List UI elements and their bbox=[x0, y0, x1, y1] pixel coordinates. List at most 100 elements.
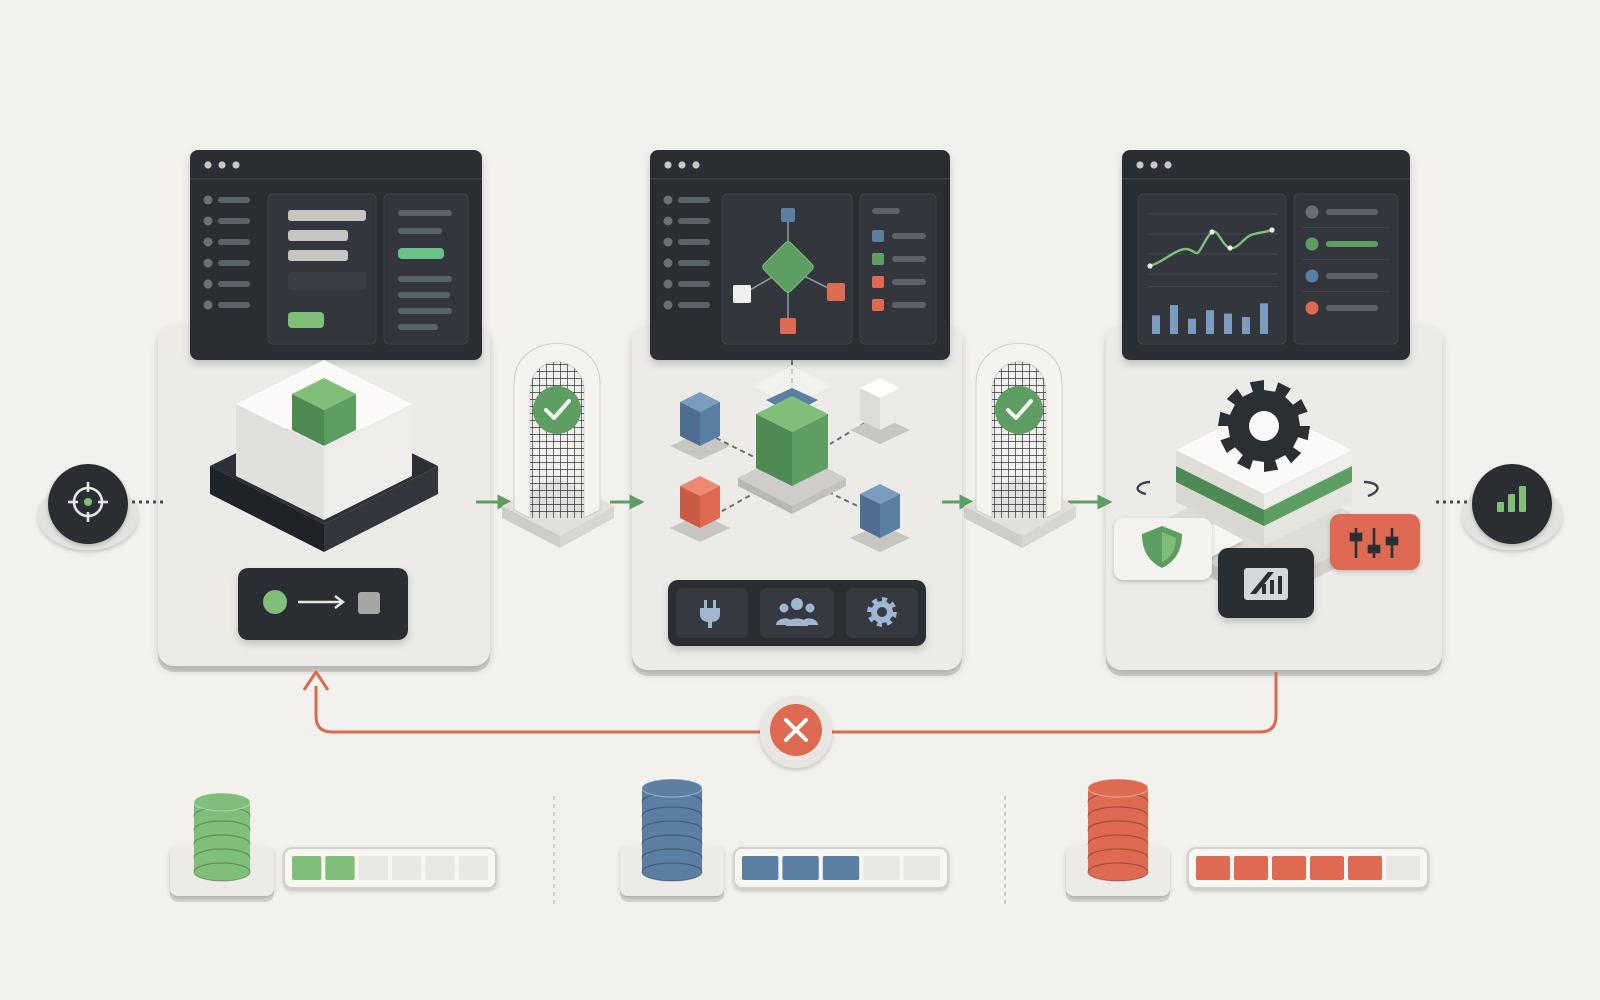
cube-network bbox=[670, 360, 910, 552]
sidebar-dot bbox=[663, 195, 673, 205]
sidebar-dot bbox=[663, 300, 673, 310]
close-icon bbox=[784, 718, 808, 742]
analytics-icon bbox=[1244, 568, 1288, 600]
legend-line bbox=[892, 256, 926, 262]
sidebar-line bbox=[218, 281, 250, 287]
legend-swatch bbox=[872, 299, 884, 311]
disk-top bbox=[193, 792, 251, 812]
graph-legend bbox=[872, 208, 926, 311]
sidebar-line bbox=[218, 260, 250, 266]
users-button[interactable] bbox=[760, 588, 834, 638]
sidebar-dot bbox=[663, 279, 673, 289]
sidebar-dot bbox=[203, 195, 213, 205]
sidebar-line bbox=[218, 239, 250, 245]
legend-dot bbox=[1305, 269, 1319, 283]
analytics-tile[interactable] bbox=[1218, 548, 1314, 618]
window-controls bbox=[204, 161, 240, 169]
check-icon bbox=[995, 386, 1043, 434]
sidebar-line bbox=[678, 260, 710, 266]
capacity-segment-filled bbox=[292, 856, 322, 880]
quality-gate-1[interactable] bbox=[502, 343, 614, 549]
capacity-segment-empty bbox=[1386, 856, 1420, 880]
capacity-segment-empty bbox=[425, 856, 455, 880]
capacity-bar bbox=[733, 847, 949, 889]
app-window-graph[interactable] bbox=[650, 150, 950, 360]
arrow-right-icon bbox=[298, 595, 345, 609]
legend-line bbox=[892, 279, 926, 285]
sidebar-dot bbox=[203, 300, 213, 310]
storage-cylinder-group[interactable] bbox=[1066, 778, 1170, 902]
sidebar-dot bbox=[663, 237, 673, 247]
sidebar-line bbox=[678, 281, 710, 287]
active-setting[interactable] bbox=[398, 248, 444, 259]
check-icon bbox=[533, 386, 581, 434]
mini-bar bbox=[1206, 310, 1214, 334]
legend-line bbox=[1326, 241, 1378, 247]
end-node[interactable] bbox=[1462, 464, 1562, 550]
storage-cylinder-group[interactable] bbox=[620, 778, 724, 902]
legend-line bbox=[892, 233, 926, 239]
capacity-segment-empty bbox=[863, 856, 900, 880]
capacity-segment-empty bbox=[358, 856, 388, 880]
node-graph bbox=[733, 208, 845, 334]
app-window-form[interactable] bbox=[190, 150, 482, 360]
controls-tile[interactable] bbox=[1330, 514, 1420, 570]
capacity-segment-filled bbox=[1234, 856, 1268, 880]
legend-dot bbox=[1305, 205, 1319, 219]
target-icon bbox=[68, 482, 108, 522]
square-icon bbox=[358, 592, 380, 614]
legend-swatch bbox=[872, 276, 884, 288]
mini-bar bbox=[1170, 305, 1178, 334]
capacity-segment-filled bbox=[1196, 856, 1230, 880]
legend-swatch bbox=[872, 230, 884, 242]
shield-icon bbox=[1142, 526, 1182, 568]
capacity-segment-filled bbox=[325, 856, 355, 880]
line-chart-mini bbox=[1147, 213, 1278, 275]
capacity-segment-filled bbox=[1310, 856, 1344, 880]
integration-toolbar[interactable] bbox=[668, 580, 926, 646]
security-tile[interactable] bbox=[1114, 518, 1244, 580]
green-cube-pedestal bbox=[210, 360, 438, 552]
start-node[interactable] bbox=[38, 464, 138, 550]
disk-top bbox=[1087, 778, 1149, 798]
settings-list bbox=[398, 210, 452, 330]
storage-cylinder-group[interactable] bbox=[170, 792, 274, 902]
legend-line bbox=[892, 302, 926, 308]
capacity-segment-empty bbox=[458, 856, 488, 880]
mini-bar bbox=[1224, 313, 1232, 334]
submit-button[interactable] bbox=[288, 312, 324, 328]
window-sidebar bbox=[663, 195, 710, 310]
legend-divider bbox=[1302, 259, 1390, 260]
sidebar-dot bbox=[203, 258, 213, 268]
users-icon bbox=[776, 598, 818, 626]
capacity-segment-filled bbox=[742, 856, 779, 880]
window-sidebar bbox=[203, 195, 250, 310]
reject-marker[interactable] bbox=[760, 696, 832, 768]
capacity-bar bbox=[283, 847, 497, 889]
disk-top bbox=[641, 778, 703, 798]
gear-icon bbox=[1218, 380, 1310, 472]
disk-edge bbox=[641, 862, 703, 882]
capacity-segment-filled bbox=[1348, 856, 1382, 880]
mini-bar bbox=[1152, 315, 1160, 334]
gear-icon bbox=[867, 597, 897, 627]
window-controls bbox=[664, 161, 700, 169]
legend-header bbox=[872, 208, 900, 214]
sidebar-dot bbox=[203, 237, 213, 247]
quality-gate-2[interactable] bbox=[964, 343, 1076, 549]
app-window-analytics[interactable] bbox=[1122, 150, 1410, 360]
sidebar-dot bbox=[203, 216, 213, 226]
sidebar-line bbox=[218, 197, 250, 203]
sidebar-dot bbox=[663, 258, 673, 268]
sidebar-line bbox=[678, 197, 710, 203]
disk-edge bbox=[193, 862, 251, 882]
transition-control[interactable] bbox=[238, 568, 408, 640]
gear-stack bbox=[1136, 380, 1384, 604]
capacity-segment-filled bbox=[1272, 856, 1306, 880]
sliders-icon bbox=[1349, 528, 1399, 558]
sidebar-line bbox=[218, 302, 250, 308]
legend-swatch bbox=[872, 253, 884, 265]
capacity-segment-empty bbox=[392, 856, 422, 880]
mini-bar bbox=[1242, 317, 1250, 334]
